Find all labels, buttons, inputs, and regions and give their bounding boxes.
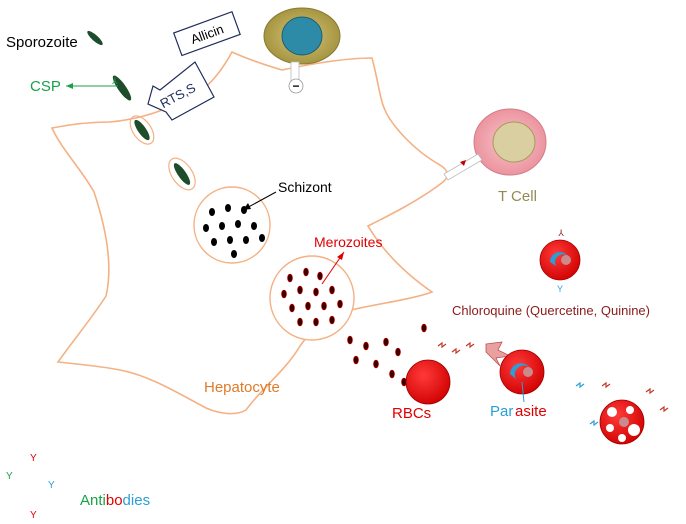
antibody-glyph-red-2: Y bbox=[30, 510, 37, 521]
parasite-nucleus-upper bbox=[561, 255, 571, 265]
inhibit-sign: − bbox=[292, 79, 299, 93]
csp-y-glyph: ⅄ bbox=[111, 76, 118, 86]
rbc-infected-upper bbox=[539, 239, 581, 281]
rbc-ruptured-nucleus bbox=[619, 417, 629, 427]
hepatocyte-label: Hepatocyte bbox=[204, 379, 280, 396]
rtss-arrow bbox=[147, 61, 215, 121]
sporozoite bbox=[112, 75, 132, 101]
antibody-glyph-green: Y bbox=[6, 471, 13, 482]
merozoites-label: Merozoites bbox=[314, 234, 382, 250]
schizont-label: Schizont bbox=[278, 179, 332, 195]
antibody-glyph-top: ⅄ bbox=[557, 228, 564, 238]
parasite-crescent-upper bbox=[550, 252, 568, 266]
chloroquine-label: Chloroquine (Quercetine, Quinine) bbox=[452, 303, 650, 318]
antibody-glyph-blue-legend: Y bbox=[48, 480, 55, 491]
t-cell-nucleus bbox=[492, 121, 536, 163]
antibodies-label-part3: dies bbox=[123, 492, 151, 509]
rbc-infected-middle bbox=[499, 349, 545, 395]
sporozoite-label: Sporozoite bbox=[6, 34, 78, 51]
parasite-crescent-middle bbox=[510, 363, 530, 379]
merozoite-cluster bbox=[269, 255, 355, 341]
antibodies-label: Antibodies bbox=[80, 492, 150, 509]
merozoites-pointer-head bbox=[337, 252, 344, 260]
sporozoite-membrane bbox=[168, 157, 196, 191]
sporozoite bbox=[173, 163, 191, 185]
allicin-box bbox=[172, 11, 241, 57]
t-cell-label: T Cell bbox=[498, 188, 537, 205]
parasite-label-part1: Par bbox=[490, 403, 513, 420]
apc-nucleus bbox=[281, 16, 323, 56]
lightning-bolt bbox=[485, 341, 512, 367]
parasite-nucleus-middle bbox=[523, 367, 533, 377]
parasite-pointer bbox=[521, 381, 525, 403]
inhibit-sign-circle bbox=[288, 78, 304, 94]
rbcs-label: RBCs bbox=[392, 405, 431, 422]
sporozoite-membrane bbox=[129, 115, 155, 145]
antibodies-label-part1: Anti bbox=[80, 492, 106, 509]
released-merozoites bbox=[347, 323, 427, 387]
t-cell-receptor-tip bbox=[460, 160, 466, 166]
t-cell-receptor bbox=[443, 153, 483, 181]
sporozoite bbox=[134, 119, 150, 141]
antibody-glyph-blue: Y bbox=[557, 284, 563, 294]
hepatocyte-outline bbox=[50, 50, 449, 415]
schizont-pointer-head bbox=[243, 203, 251, 210]
rbc-rupture-holes bbox=[606, 406, 640, 442]
antibodies-label-part2: bo bbox=[106, 492, 123, 509]
rbc-plain bbox=[405, 359, 451, 405]
parasite-label-part2: asite bbox=[515, 403, 547, 420]
antibody-glyph-red: Y bbox=[30, 453, 37, 464]
sporozoite bbox=[87, 30, 103, 46]
sporozoite-group bbox=[87, 30, 196, 191]
merozoite-group bbox=[281, 267, 343, 327]
csp-arrow-head bbox=[66, 83, 73, 89]
csp-label: CSP bbox=[30, 78, 61, 95]
